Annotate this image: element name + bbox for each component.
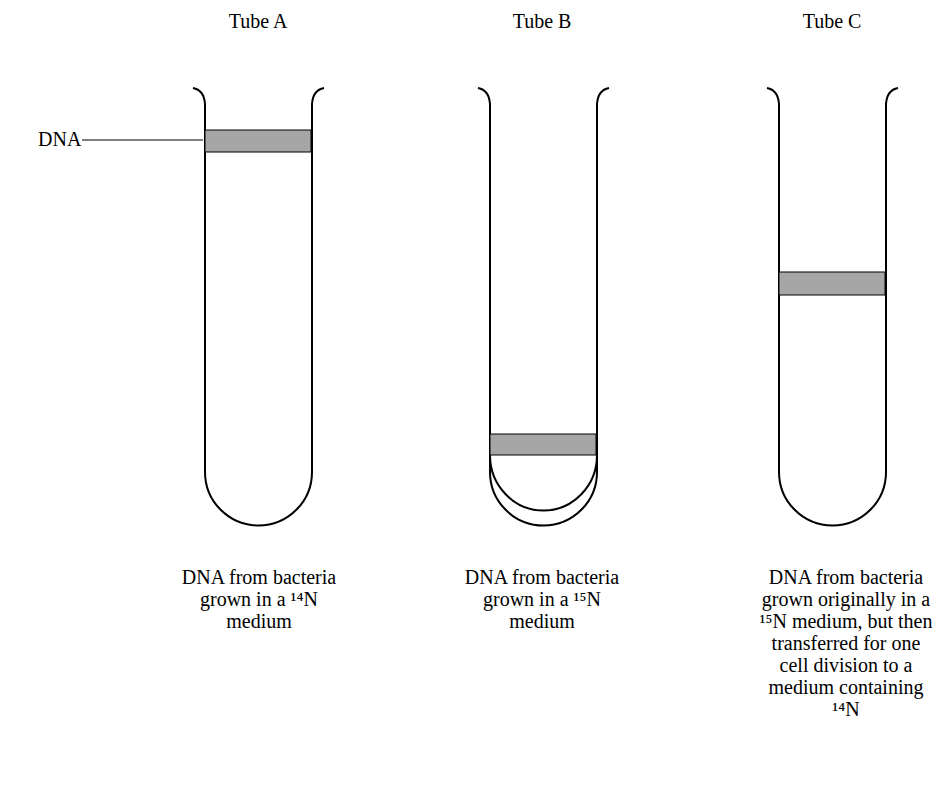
tube-caption: DNA from bacteria grown in a ¹⁴N medium xyxy=(174,566,344,632)
tube-caption: DNA from bacteria grown originally in a … xyxy=(755,566,937,720)
tube-bottom xyxy=(490,455,597,511)
test-tube xyxy=(478,88,609,526)
dna-band xyxy=(490,434,596,455)
tube-caption: DNA from bacteria grown in a ¹⁵N medium xyxy=(457,566,627,632)
tube-title: Tube A xyxy=(229,10,288,32)
test-tube xyxy=(193,88,324,526)
leader-line xyxy=(82,140,203,141)
tube-title: Tube B xyxy=(513,10,572,32)
test-tube xyxy=(767,88,898,526)
dna-band xyxy=(205,130,311,152)
tube-title: Tube C xyxy=(803,10,862,32)
band-label: DNA xyxy=(38,128,81,150)
dna-band xyxy=(779,272,885,295)
